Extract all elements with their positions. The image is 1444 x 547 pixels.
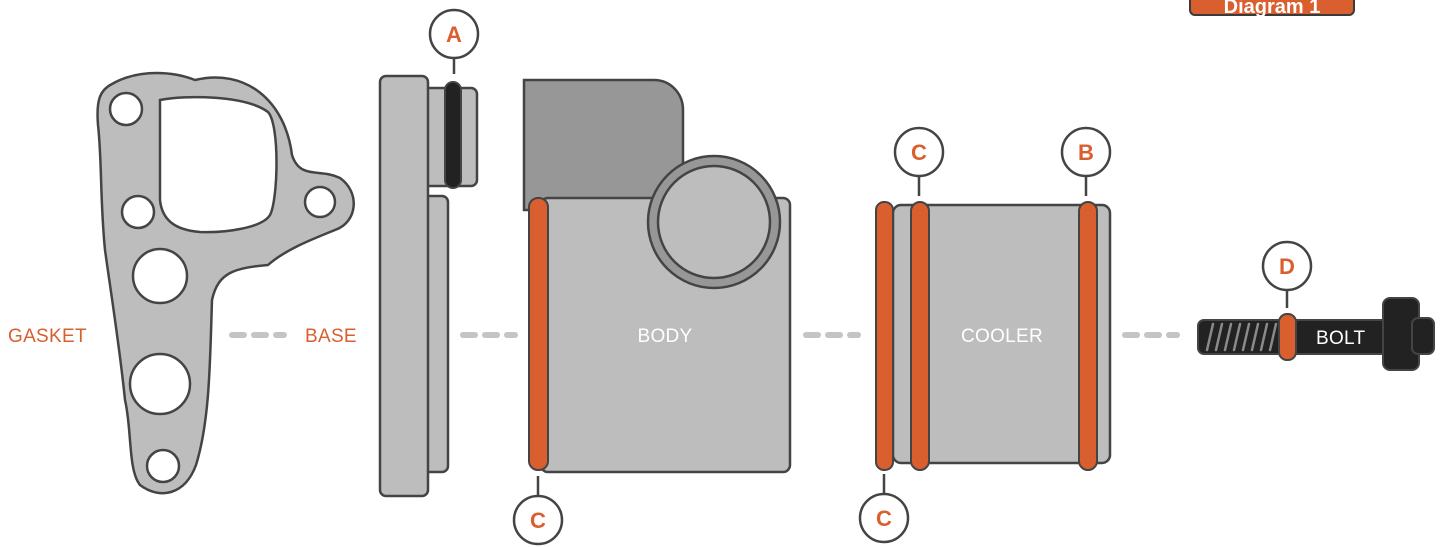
callout-c-top-letter: C xyxy=(911,140,927,165)
gasket-part xyxy=(96,71,355,495)
gasket-hole xyxy=(128,352,192,416)
diagram-tag: Diagram 1 xyxy=(1189,0,1355,18)
callout-b-circle xyxy=(1060,126,1112,178)
base-part xyxy=(378,74,479,498)
gasket-hole xyxy=(108,91,144,127)
gasket-hole xyxy=(145,448,181,484)
body-label: BODY xyxy=(637,326,692,347)
callout-c-bottom-letter: C xyxy=(876,506,892,531)
base-front-plate xyxy=(378,74,430,498)
bolt-label: BOLT xyxy=(1316,328,1366,349)
base-label: BASE xyxy=(305,326,357,347)
o-ring-b xyxy=(1078,201,1098,471)
callout-c-body-letter: C xyxy=(530,508,546,533)
bolt-part xyxy=(1197,297,1435,371)
bolt-head-flange xyxy=(1411,317,1435,355)
gasket-hole xyxy=(131,247,189,305)
o-ring-a xyxy=(444,81,462,189)
o-ring-c-cooler-inner xyxy=(910,201,930,471)
o-ring-d xyxy=(1278,313,1297,361)
callout-a-letter: A xyxy=(446,22,462,47)
cooler-part xyxy=(875,201,1112,471)
gasket-label: GASKET xyxy=(8,326,87,347)
gasket-cutout xyxy=(158,95,278,234)
bolt-thread xyxy=(1205,322,1278,352)
callout-c-top-circle xyxy=(893,126,945,178)
callout-d-circle xyxy=(1261,240,1313,292)
o-ring-c-body xyxy=(528,197,549,471)
callout-c-body-circle xyxy=(512,494,564,546)
body-port-inner xyxy=(656,164,772,280)
gasket-hole xyxy=(120,194,156,230)
cooler-label: COOLER xyxy=(961,326,1043,347)
o-ring-c-cooler-outer xyxy=(875,201,894,471)
callout-c-bottom-circle xyxy=(858,492,910,544)
gasket-hole xyxy=(303,185,337,219)
callout-b-letter: B xyxy=(1078,140,1094,165)
callout-a-circle xyxy=(428,8,480,60)
body-part xyxy=(522,78,792,474)
callout-d-letter: D xyxy=(1279,254,1295,279)
